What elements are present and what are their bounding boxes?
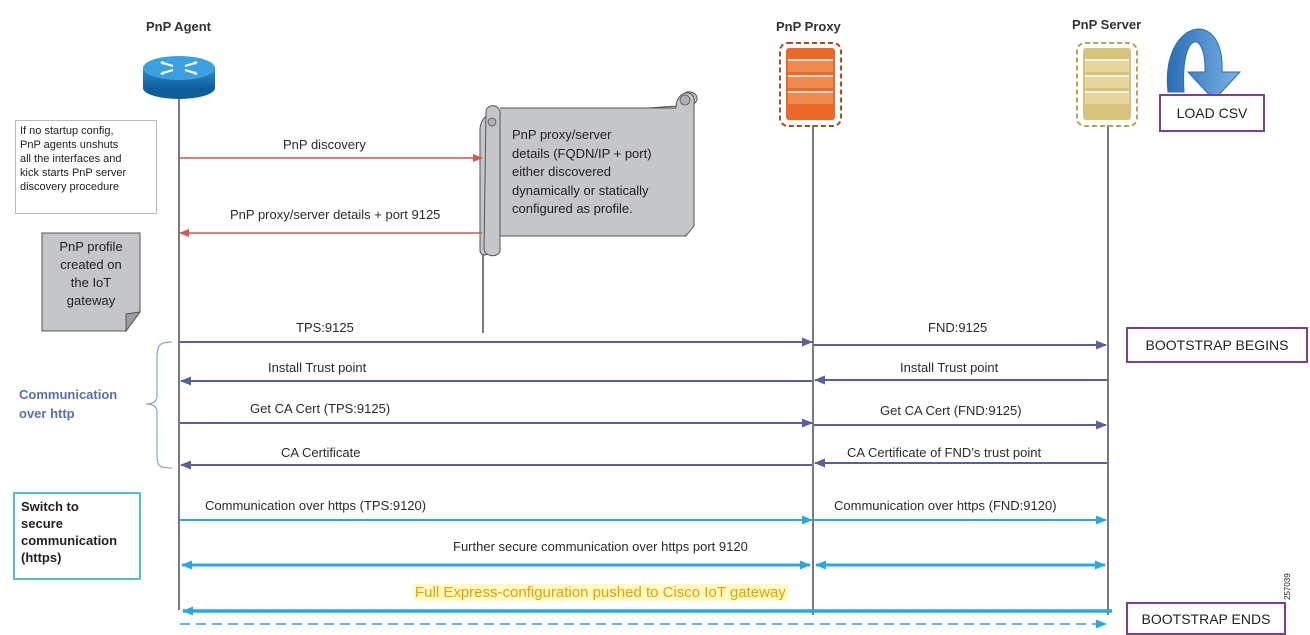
http-brace (145, 341, 173, 469)
msg-get-ca-fnd: Get CA Cert (FND:9125) (880, 403, 1022, 418)
bootstrap-begins-box: BOOTSTRAP BEGINS (1126, 327, 1308, 363)
bootstrap-ends-box: BOOTSTRAP ENDS (1126, 602, 1286, 635)
figure-id: 257039 (1283, 573, 1292, 600)
load-csv-button[interactable]: LOAD CSV (1159, 94, 1265, 132)
http-phase-label: Communication over http (19, 385, 117, 423)
scroll-note-line: details (FQDN/IP + port) (512, 145, 652, 161)
profile-note-shape (41, 232, 142, 333)
scroll-note-text: PnP proxy/server details (FQDN/IP + port… (512, 126, 684, 219)
startup-config-note: If no startup config, PnP agents unshuts… (15, 120, 157, 214)
startup-note-line: discovery procedure (20, 181, 120, 193)
msg-further-secure: Further secure communication over https … (453, 539, 748, 554)
http-label-line: over http (19, 406, 75, 421)
https-label-line: communication (21, 533, 118, 548)
http-label-line: Communication (19, 387, 118, 402)
profile-note-line: the IoT (70, 275, 112, 290)
profile-note-text: PnP profile created on the IoT gateway (42, 238, 140, 310)
startup-note-line: If no startup config, (20, 125, 114, 137)
https-label-line: Switch to (21, 499, 79, 514)
profile-note-line: created on (60, 257, 122, 272)
scroll-note-line: configured as profile. (512, 201, 633, 216)
https-phase-box: Switch to secure communication (https) (13, 492, 141, 580)
server-lane-title: PnP Server (1072, 17, 1142, 32)
load-arc-arrow-icon (1166, 28, 1242, 101)
startup-note-line: all the interfaces and (20, 153, 122, 165)
https-label-line: (https) (21, 550, 62, 565)
scroll-note-line: either discovered (512, 164, 611, 179)
msg-tps9125: TPS:9125 (296, 320, 354, 335)
profile-note-line: PnP profile (59, 239, 123, 254)
profile-note-line: gateway (66, 293, 116, 308)
proxy-lane-title: PnP Proxy (776, 19, 841, 34)
scroll-note-shape (479, 91, 698, 257)
msg-https-tps: Communication over https (TPS:9120) (205, 498, 427, 513)
pnp-server-icon (1076, 42, 1138, 127)
msg-install-trust-right: Install Trust point (900, 360, 999, 375)
msg-proxy-details: PnP proxy/server details + port 9125 (230, 207, 441, 222)
startup-note-line: kick starts PnP server (20, 167, 127, 179)
proxy-server-icon (779, 42, 842, 127)
msg-fnd9125: FND:9125 (928, 320, 988, 335)
scroll-note-line: dynamically or statically (512, 182, 649, 198)
agent-lane-title: PnP Agent (146, 19, 212, 34)
scroll-note-line: PnP proxy/server (512, 127, 612, 142)
https-label-line: secure (21, 516, 63, 531)
msg-pnp-discovery: PnP discovery (283, 137, 366, 152)
msg-https-fnd: Communication over https (FND:9120) (834, 498, 1057, 513)
msg-full-express: Full Express-configuration pushed to Cis… (413, 584, 788, 601)
startup-note-line: PnP agents unshuts (20, 139, 119, 151)
msg-ca-cert-fnd: CA Certificate of FND’s trust point (847, 445, 1042, 460)
msg-get-ca-tps: Get CA Cert (TPS:9125) (250, 401, 391, 416)
router-icon (143, 56, 215, 99)
msg-ca-cert: CA Certificate (281, 445, 361, 460)
msg-install-trust-left: Install Trust point (268, 360, 367, 375)
